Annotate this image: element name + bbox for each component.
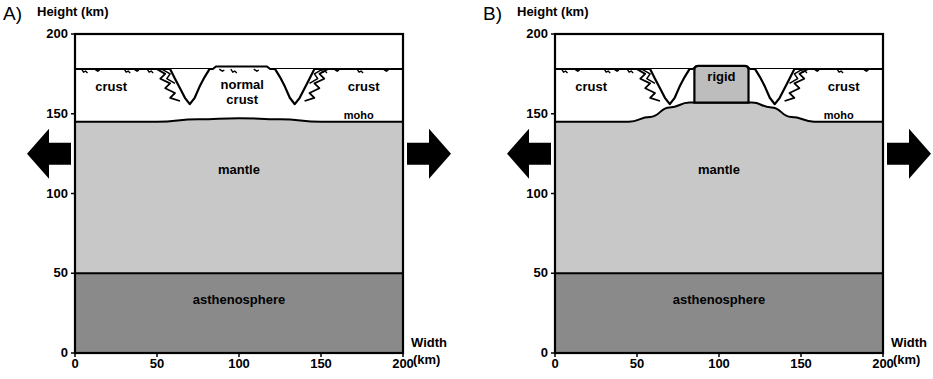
topography-mark xyxy=(575,69,580,71)
mantle-band xyxy=(555,103,883,274)
surface-line xyxy=(75,67,403,70)
layer-name: mantle xyxy=(218,162,260,177)
topography-mark xyxy=(357,69,363,73)
panel-frame xyxy=(555,34,883,353)
mantle-band xyxy=(75,118,403,273)
tick-label: 0 xyxy=(551,357,558,372)
rigid-block: rigid xyxy=(694,66,748,103)
asthenosphere-band xyxy=(555,273,883,353)
layer-label: crust xyxy=(348,79,380,94)
tick-label: 100 xyxy=(228,357,250,372)
tick-label: 50 xyxy=(54,266,68,281)
topography-mark xyxy=(562,69,568,73)
topography-mark xyxy=(219,69,224,71)
rigid-block xyxy=(694,66,748,103)
tick-label: 200 xyxy=(872,357,894,372)
topography-mark xyxy=(82,69,88,73)
extension-arrow xyxy=(507,129,551,179)
axis-tick xyxy=(551,33,555,35)
tick-label: 100 xyxy=(46,186,68,201)
topography-mark xyxy=(334,69,339,71)
topography-mark xyxy=(124,69,130,73)
tick-label: 150 xyxy=(526,106,548,121)
tick-label: 100 xyxy=(526,186,548,201)
fault-line xyxy=(642,69,655,83)
topography-mark xyxy=(627,69,633,73)
boundary-label: moho xyxy=(824,108,854,121)
axis-title: Height (km) xyxy=(37,5,109,20)
panel-letter: A) xyxy=(3,3,22,25)
tick-label: 50 xyxy=(534,266,548,281)
boundary-label: moho xyxy=(344,108,374,121)
asthenosphere-band xyxy=(75,273,403,353)
asthenosphere-layer: asthenosphere xyxy=(555,273,883,353)
topography-mark xyxy=(95,69,100,71)
axis-tick xyxy=(551,113,555,115)
topography-mark xyxy=(814,69,819,71)
fault-line xyxy=(157,69,180,101)
topography-mark xyxy=(147,69,153,73)
fault-line xyxy=(790,69,803,83)
axis-unit: (km) xyxy=(413,353,440,368)
extension-arrow xyxy=(27,129,71,179)
tick-label: 150 xyxy=(310,357,332,372)
moho-line xyxy=(555,103,883,122)
panel-frame xyxy=(75,34,403,353)
layer-label: crust xyxy=(828,79,860,94)
extension-arrow xyxy=(407,129,451,179)
mantle-layer: mantle xyxy=(555,122,883,274)
panel-letter: B) xyxy=(483,3,502,25)
tick-label: 50 xyxy=(630,357,644,372)
axis-title: Width xyxy=(411,336,447,351)
tick-label: 0 xyxy=(541,346,548,361)
lab-line xyxy=(75,272,403,274)
layer-name: mantle xyxy=(698,162,740,177)
axis-tick xyxy=(71,273,75,275)
tick-label: 100 xyxy=(708,357,730,372)
fault-line xyxy=(785,69,808,101)
tick-label: 0 xyxy=(61,346,68,361)
axis-title: Height (km) xyxy=(517,5,589,20)
topography-mark xyxy=(863,69,868,71)
layer-label: normal crust xyxy=(217,78,267,108)
topography-mark xyxy=(614,69,619,71)
fault-line xyxy=(310,69,323,83)
topography-mark xyxy=(134,69,139,71)
lab-line xyxy=(555,272,883,274)
axis-tick xyxy=(71,33,75,35)
tick-label: 150 xyxy=(790,357,812,372)
axis-unit: (km) xyxy=(893,353,920,368)
topography-mark xyxy=(254,69,259,71)
axis-tick xyxy=(551,193,555,195)
topography-mark xyxy=(837,69,843,73)
topography-mark xyxy=(383,69,388,71)
topography-mark xyxy=(604,69,610,73)
layer-label: crust xyxy=(575,79,607,94)
axis-tick xyxy=(71,113,75,115)
tick-label: 200 xyxy=(526,27,548,42)
extension-arrow xyxy=(887,129,931,179)
asthenosphere-layer: asthenosphere xyxy=(75,273,403,353)
axis-tick xyxy=(71,193,75,195)
layer-label: crust xyxy=(95,79,127,94)
tick-label: 200 xyxy=(392,357,414,372)
fault-line xyxy=(305,69,328,101)
tick-label: 200 xyxy=(46,27,68,42)
tick-label: 150 xyxy=(46,106,68,121)
layer-name: rigid xyxy=(707,69,735,84)
fault-line xyxy=(637,69,660,101)
tick-label: 50 xyxy=(150,357,164,372)
tick-label: 0 xyxy=(71,357,78,372)
fault-line xyxy=(162,69,175,83)
layer-name: asthenosphere xyxy=(673,292,765,307)
mantle-layer: mantle xyxy=(75,122,403,274)
topography-mark xyxy=(231,69,237,73)
layer-name: asthenosphere xyxy=(193,292,285,307)
axis-title: Width xyxy=(891,336,927,351)
axis-tick xyxy=(551,273,555,275)
